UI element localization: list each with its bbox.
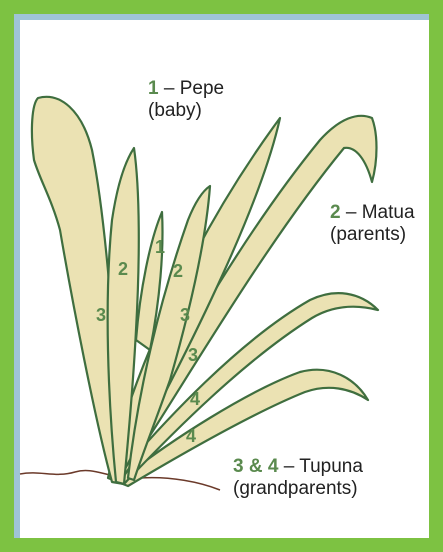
caption-tupuna-text: – Tupuna [278, 456, 363, 477]
leaf-number-3-right-lower: 3 [188, 345, 198, 365]
caption-tupuna-number: 3 & 4 [233, 456, 278, 477]
leaf-number-2-left: 2 [118, 259, 128, 279]
caption-pepe: 1 – Pepe (baby) [148, 78, 224, 122]
caption-matua-number: 2 [330, 202, 341, 223]
caption-tupuna-sub: (grandparents) [233, 478, 363, 500]
leaf-number-1: 1 [155, 237, 165, 257]
leaf-number-4-lower: 4 [186, 426, 196, 446]
caption-tupuna: 3 & 4 – Tupuna (grandparents) [233, 456, 363, 500]
caption-pepe-text: – Pepe [159, 78, 225, 99]
caption-pepe-number: 1 [148, 78, 159, 99]
caption-matua-sub: (parents) [330, 224, 415, 246]
leaf-number-3-right-upper: 3 [180, 305, 190, 325]
caption-matua-text: – Matua [341, 202, 415, 223]
leaf-number-4-upper: 4 [190, 389, 200, 409]
leaf-number-3-left: 3 [96, 305, 106, 325]
leaf-number-2-right: 2 [173, 261, 183, 281]
caption-pepe-sub: (baby) [148, 100, 224, 122]
caption-matua: 2 – Matua (parents) [330, 202, 415, 246]
